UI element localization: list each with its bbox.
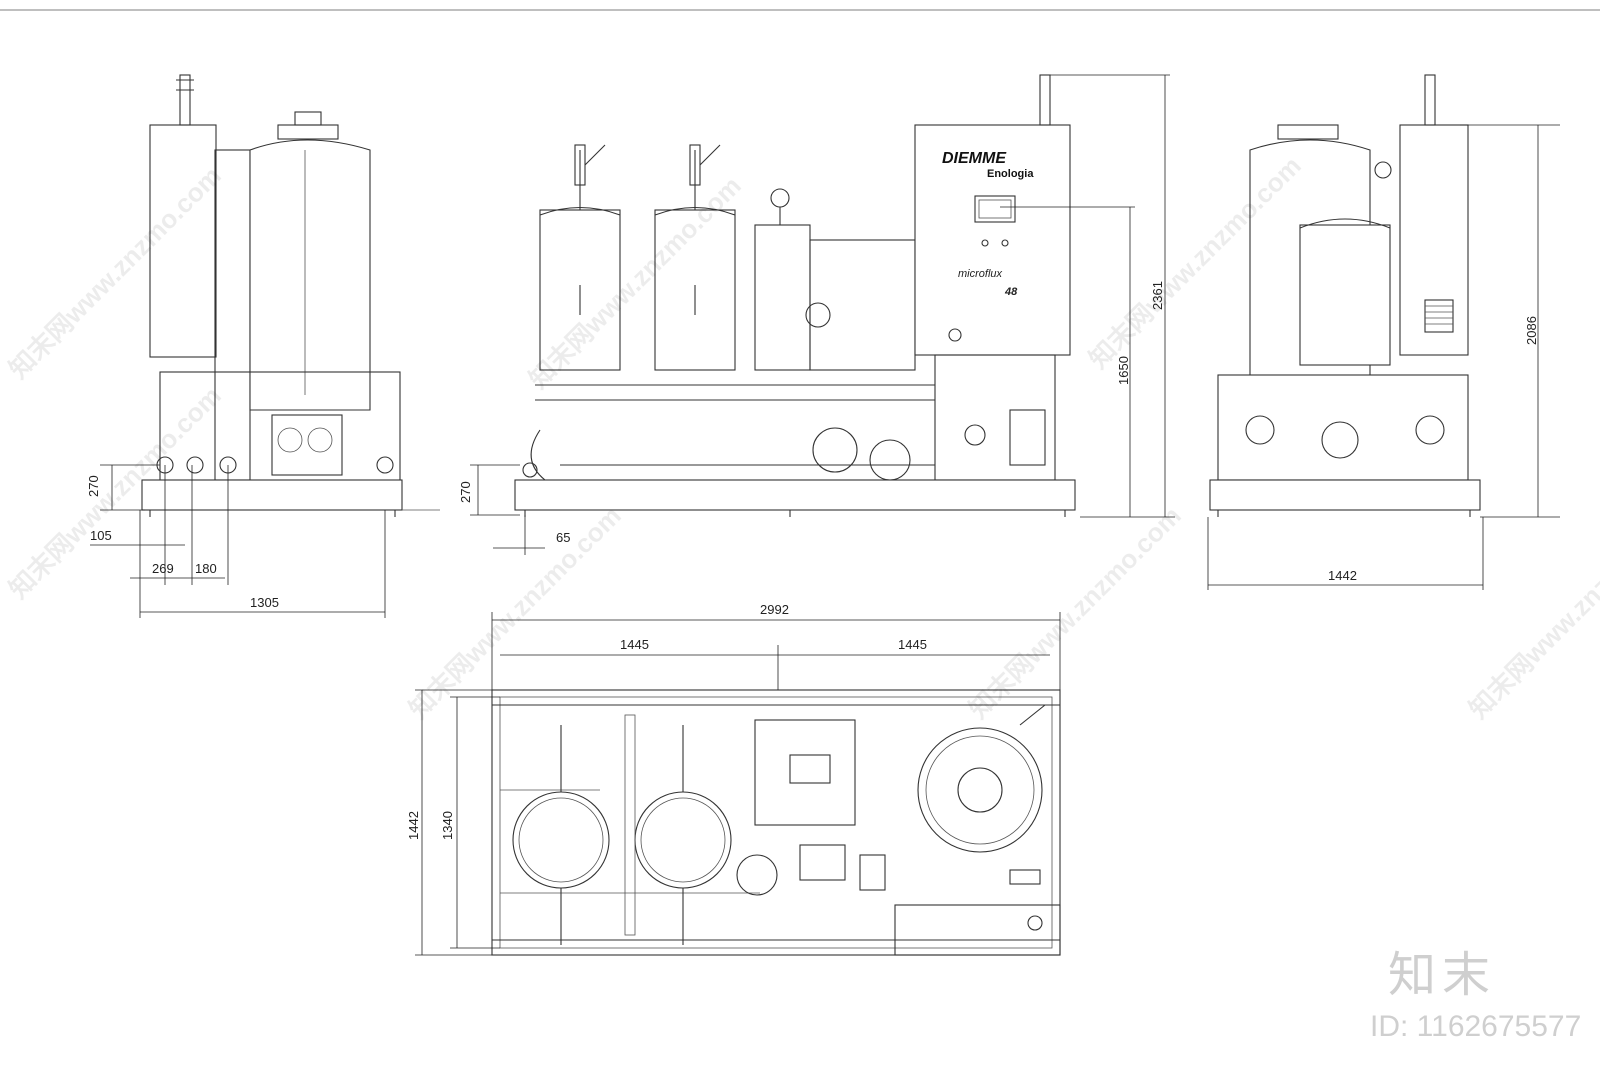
- dim-1340: 1340: [440, 811, 455, 840]
- model-number: 48: [1004, 286, 1018, 298]
- model-script: microflux: [958, 268, 1003, 280]
- tank-top: [754, 719, 856, 826]
- dim-1445-a: 1445: [620, 637, 649, 652]
- motor-side: [271, 414, 343, 476]
- ventilation-grille: [1424, 299, 1454, 333]
- pump-1: [812, 427, 858, 473]
- image-id-label: ID: 1162675577: [1370, 1010, 1582, 1043]
- dim-1305: 1305: [250, 595, 279, 610]
- dim-1650: 1650: [1116, 356, 1131, 385]
- signal-tower-front: [1039, 74, 1051, 126]
- tank-front: [809, 239, 916, 371]
- dim-2086: 2086: [1524, 316, 1539, 345]
- control-cabinet-front: [914, 124, 1071, 356]
- brand-subtitle: Enologia: [987, 168, 1034, 180]
- filter-top-2: [634, 791, 732, 889]
- base-frame-right: [1209, 479, 1481, 511]
- vessel-side: [249, 139, 371, 411]
- front-view: DIEMME Enologia microflux 48 270: [458, 74, 1175, 555]
- dim-65: 65: [556, 530, 570, 545]
- filter-top-1: [512, 791, 610, 889]
- frame-column: [214, 149, 251, 481]
- filter-vessel-right: [1299, 224, 1391, 366]
- pump-2: [869, 439, 911, 481]
- plan-view: 2992 1445 1445 1442 1340: [406, 602, 1061, 956]
- control-cabinet-side: [149, 124, 217, 358]
- base-frame-front: [514, 479, 1076, 511]
- motor-top: [789, 754, 831, 784]
- dim-270-left: 270: [86, 475, 101, 497]
- vessel-lid: [277, 124, 339, 140]
- dim-105: 105: [90, 528, 112, 543]
- pressure-gauge: [770, 188, 790, 208]
- control-cabinet-right: [1399, 124, 1469, 356]
- brand-name: DIEMME: [942, 150, 1007, 167]
- dim-2992: 2992: [760, 602, 789, 617]
- indicator-light-2: [1001, 239, 1009, 247]
- watermark-text: 知末网www.znzmo.com: [963, 500, 1187, 724]
- cabinet-stand: [934, 354, 1056, 481]
- dim-180: 180: [195, 561, 217, 576]
- dim-2361: 2361: [1150, 281, 1165, 310]
- base-frame-side: [141, 479, 403, 511]
- pre-filter-vessel: [754, 224, 811, 371]
- right-side-view: 2086 1442: [1207, 74, 1560, 590]
- hmi-screen: [974, 195, 1016, 223]
- dim-269: 269: [152, 561, 174, 576]
- watermark-logo: 知末: [1388, 947, 1497, 1003]
- signal-tower: [179, 74, 191, 126]
- watermark-text: 知末网www.znzmo.com: [1463, 500, 1600, 724]
- pump-group-right: [1217, 374, 1469, 481]
- main-switch: [948, 328, 962, 342]
- dim-270-front: 270: [458, 481, 473, 503]
- dim-1442-right: 1442: [1328, 568, 1357, 583]
- left-side-view: 270 105 269 180 1305: [86, 74, 440, 618]
- indicator-light-1: [981, 239, 989, 247]
- cabinet-top: [894, 904, 1061, 956]
- prefilter-top: [736, 854, 778, 896]
- vessel-top: [917, 727, 1043, 853]
- dim-1442-plan: 1442: [406, 811, 421, 840]
- dim-1445-b: 1445: [898, 637, 927, 652]
